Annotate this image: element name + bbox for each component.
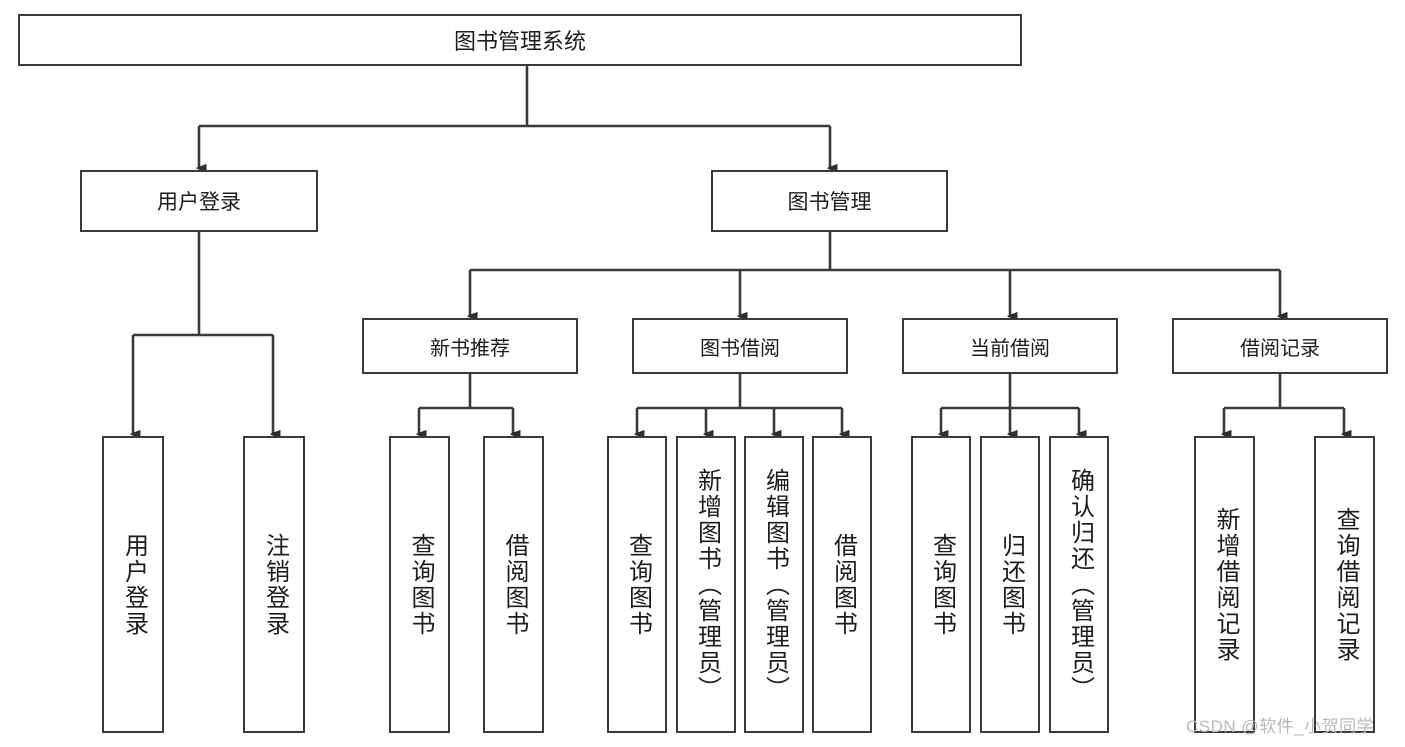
node-root-system[interactable]: 图书管理系统 bbox=[18, 14, 1022, 66]
leaf-nb-query-book[interactable]: 查询图书 bbox=[389, 436, 450, 733]
leaf-br-add-record[interactable]: 新增借阅记录 bbox=[1194, 436, 1255, 733]
leaf-bb-add-book-admin[interactable]: 新增图书（管理员） bbox=[676, 436, 736, 733]
node-book-management-label: 图书管理 bbox=[787, 191, 872, 214]
leaf-bb-query-book-label: 查询图书 bbox=[624, 532, 652, 637]
watermark: CSDN @软件_小贺同学 bbox=[1186, 717, 1375, 736]
node-book-management[interactable]: 图书管理 bbox=[711, 170, 948, 232]
leaf-user-login-label: 用户登录 bbox=[120, 532, 148, 637]
node-root-label: 图书管理系统 bbox=[453, 29, 586, 54]
leaf-nb-borrow-book[interactable]: 借阅图书 bbox=[483, 436, 544, 733]
leaf-cb-return-book-label: 归还图书 bbox=[997, 532, 1025, 637]
node-book-borrow[interactable]: 图书借阅 bbox=[632, 318, 848, 374]
leaf-user-login[interactable]: 用户登录 bbox=[102, 436, 164, 733]
leaf-bb-edit-book-admin[interactable]: 编辑图书（管理员） bbox=[744, 436, 804, 733]
leaf-bb-query-book[interactable]: 查询图书 bbox=[607, 436, 667, 733]
node-borrow-records[interactable]: 借阅记录 bbox=[1172, 318, 1388, 374]
node-book-borrow-label: 图书借阅 bbox=[700, 337, 780, 360]
leaf-br-query-record-label: 查询借阅记录 bbox=[1331, 506, 1359, 663]
leaf-br-add-record-label: 新增借阅记录 bbox=[1211, 506, 1239, 663]
leaf-bb-edit-book-admin-label: 编辑图书（管理员） bbox=[761, 467, 789, 702]
leaf-cb-confirm-return-admin[interactable]: 确认归还（管理员） bbox=[1049, 436, 1109, 733]
node-new-book-recommend-label: 新书推荐 bbox=[430, 337, 510, 360]
leaf-cb-query-book-label: 查询图书 bbox=[928, 532, 956, 637]
leaf-cb-query-book[interactable]: 查询图书 bbox=[911, 436, 971, 733]
node-user-login[interactable]: 用户登录 bbox=[80, 170, 318, 232]
leaf-bb-add-book-admin-label: 新增图书（管理员） bbox=[693, 467, 721, 702]
node-current-borrow[interactable]: 当前借阅 bbox=[902, 318, 1118, 374]
leaf-logout-label: 注销登录 bbox=[261, 532, 289, 637]
leaf-cb-return-book[interactable]: 归还图书 bbox=[980, 436, 1040, 733]
node-current-borrow-label: 当前借阅 bbox=[970, 337, 1050, 360]
leaf-nb-borrow-book-label: 借阅图书 bbox=[500, 532, 528, 637]
node-user-login-label: 用户登录 bbox=[157, 191, 241, 214]
leaf-logout[interactable]: 注销登录 bbox=[243, 436, 305, 733]
leaf-nb-query-book-label: 查询图书 bbox=[406, 532, 434, 637]
leaf-bb-borrow-book-label: 借阅图书 bbox=[829, 532, 857, 637]
leaf-bb-borrow-book[interactable]: 借阅图书 bbox=[812, 436, 872, 733]
node-borrow-records-label: 借阅记录 bbox=[1240, 337, 1320, 360]
leaf-cb-confirm-return-admin-label: 确认归还（管理员） bbox=[1066, 467, 1094, 702]
node-new-book-recommend[interactable]: 新书推荐 bbox=[362, 318, 578, 374]
leaf-br-query-record[interactable]: 查询借阅记录 bbox=[1314, 436, 1375, 733]
